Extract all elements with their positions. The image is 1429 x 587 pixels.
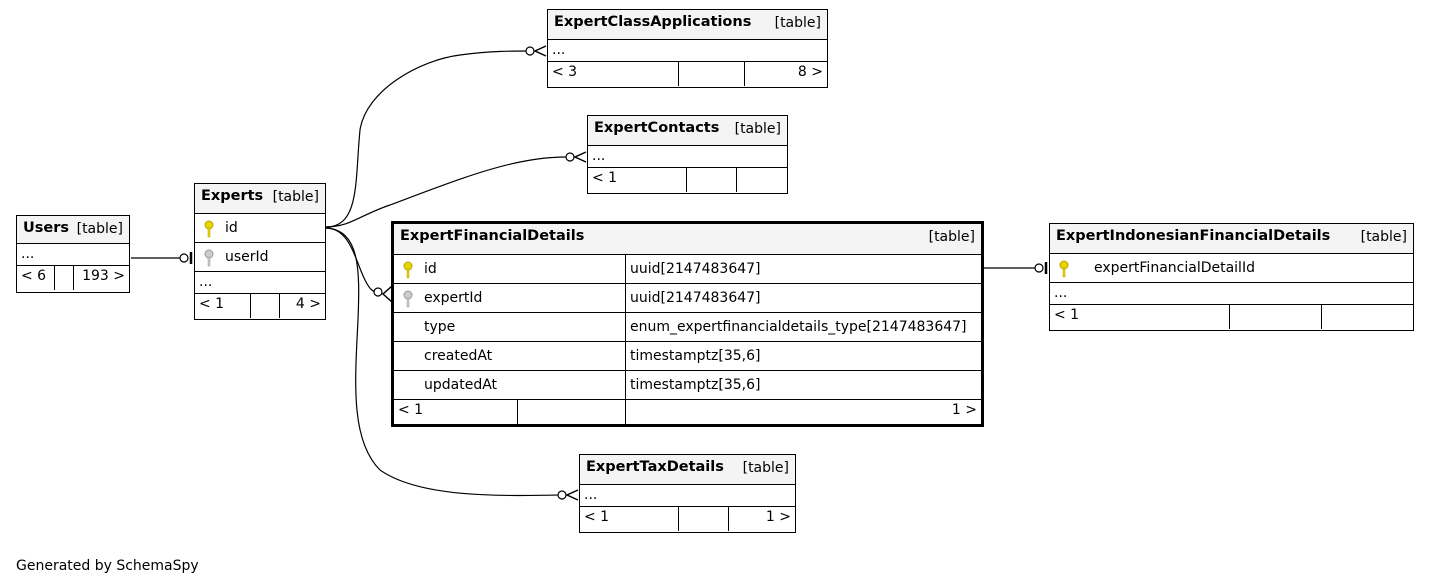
- table-name: ExpertFinancialDetails: [400, 228, 585, 244]
- primary-key-icon: [204, 220, 214, 238]
- column-name: type: [424, 319, 456, 335]
- column-name: expertId: [424, 290, 483, 306]
- table-header: ExpertFinancialDetails [table]: [394, 224, 981, 255]
- column-row[interactable]: userId: [195, 243, 325, 272]
- more-columns: ...: [1050, 283, 1413, 305]
- column-name: userId: [225, 249, 269, 265]
- column-type: enum_expertfinancialdetails_type[2147483…: [630, 319, 967, 335]
- table-footer: < 1 4 >: [195, 294, 325, 318]
- children-count[interactable]: 193 >: [82, 268, 125, 284]
- parents-count[interactable]: < 1: [199, 296, 225, 312]
- parents-count[interactable]: < 1: [592, 170, 618, 186]
- more-columns: ...: [195, 272, 325, 294]
- table-header: Experts [table]: [195, 184, 325, 214]
- table-name: ExpertIndonesianFinancialDetails: [1056, 228, 1331, 244]
- primary-key-icon: [1059, 260, 1069, 278]
- column-name: createdAt: [424, 348, 493, 364]
- column-row[interactable]: createdAt timestamptz[35,6]: [394, 342, 981, 371]
- edge-experts-taxdetails: [325, 227, 561, 497]
- table-name: ExpertContacts: [594, 120, 720, 136]
- table-kind: [table]: [928, 229, 975, 245]
- foreign-key-icon: [403, 290, 413, 308]
- column-type: uuid[2147483647]: [630, 290, 761, 306]
- column-name: updatedAt: [424, 377, 498, 393]
- table-footer: < 1 1 >: [394, 400, 981, 424]
- children-count[interactable]: 8 >: [797, 64, 823, 80]
- generated-by-label: Generated by SchemaSpy: [16, 558, 199, 574]
- table-header: Users [table]: [17, 216, 129, 244]
- table-name: ExpertClassApplications: [554, 14, 752, 30]
- table-expert-class-applications[interactable]: ExpertClassApplications [table] ... < 3 …: [547, 9, 828, 88]
- column-row[interactable]: updatedAt timestamptz[35,6]: [394, 371, 981, 400]
- more-columns: ...: [17, 244, 129, 266]
- children-count[interactable]: 1 >: [951, 402, 977, 418]
- table-header: ExpertClassApplications [table]: [548, 10, 827, 40]
- table-expert-contacts[interactable]: ExpertContacts [table] ... < 1: [587, 115, 788, 194]
- edge-experts-financialdetails: [325, 227, 379, 293]
- table-name: ExpertTaxDetails: [586, 459, 724, 475]
- more-columns: ...: [580, 485, 795, 507]
- primary-key-icon: [403, 261, 413, 279]
- table-kind: [table]: [734, 121, 781, 137]
- table-experts[interactable]: Experts [table] id userId ... < 1 4 >: [194, 183, 326, 320]
- table-expert-financial-details[interactable]: ExpertFinancialDetails [table] id uuid[2…: [391, 221, 984, 427]
- table-kind: [table]: [76, 221, 123, 237]
- table-footer: < 1: [588, 168, 787, 192]
- table-footer: < 3 8 >: [548, 62, 827, 86]
- column-name: id: [225, 220, 238, 236]
- table-footer: < 1 1 >: [580, 507, 795, 531]
- column-row[interactable]: id uuid[2147483647]: [394, 255, 981, 284]
- column-type: timestamptz[35,6]: [630, 348, 761, 364]
- table-users[interactable]: Users [table] ... < 6 193 >: [16, 215, 130, 293]
- column-type: timestamptz[35,6]: [630, 377, 761, 393]
- children-count[interactable]: 1 >: [765, 509, 791, 525]
- table-name: Experts: [201, 188, 264, 204]
- edge-experts-contacts: [325, 156, 571, 228]
- table-footer: < 1: [1050, 305, 1413, 329]
- table-header: ExpertTaxDetails [table]: [580, 455, 795, 485]
- table-header: ExpertContacts [table]: [588, 116, 787, 146]
- column-row[interactable]: expertId uuid[2147483647]: [394, 284, 981, 313]
- parents-count[interactable]: < 1: [1054, 307, 1080, 323]
- more-columns: ...: [588, 146, 787, 168]
- table-expert-indonesian-financial-details[interactable]: ExpertIndonesianFinancialDetails [table]…: [1049, 223, 1414, 331]
- parents-count[interactable]: < 1: [584, 509, 610, 525]
- parents-count[interactable]: < 3: [552, 64, 578, 80]
- parents-count[interactable]: < 1: [398, 402, 424, 418]
- parents-count[interactable]: < 6: [21, 268, 47, 284]
- children-count[interactable]: 4 >: [295, 296, 321, 312]
- column-row[interactable]: id: [195, 214, 325, 243]
- table-kind: [table]: [774, 15, 821, 31]
- table-kind: [table]: [272, 189, 319, 205]
- foreign-key-icon: [204, 249, 214, 267]
- edge-experts-classapplications: [325, 50, 531, 228]
- column-row[interactable]: expertFinancialDetailId: [1050, 254, 1413, 283]
- table-header: ExpertIndonesianFinancialDetails [table]: [1050, 224, 1413, 254]
- table-kind: [table]: [1360, 229, 1407, 245]
- column-type: uuid[2147483647]: [630, 261, 761, 277]
- column-row[interactable]: type enum_expertfinancialdetails_type[21…: [394, 313, 981, 342]
- more-columns: ...: [548, 40, 827, 62]
- column-name: id: [424, 261, 437, 277]
- column-name: expertFinancialDetailId: [1094, 260, 1255, 276]
- table-name: Users: [23, 220, 70, 236]
- table-kind: [table]: [742, 460, 789, 476]
- table-footer: < 6 193 >: [17, 266, 129, 290]
- table-expert-tax-details[interactable]: ExpertTaxDetails [table] ... < 1 1 >: [579, 454, 796, 533]
